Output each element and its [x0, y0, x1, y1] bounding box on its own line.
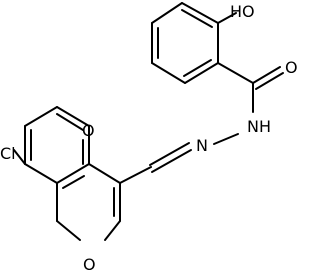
- vinyl-chromone-bond: [119, 166, 152, 184]
- chromone-benzene-ring: [24, 106, 90, 189]
- salicyl-ring: [151, 2, 219, 84]
- imine-n-label: N: [196, 136, 208, 155]
- hydroxyl-label: HO: [230, 2, 255, 21]
- molecule-diagram: HO O NH N O Cl O: [0, 2, 298, 274]
- amide-oxygen-label: O: [285, 58, 298, 77]
- hydrazide-nh-label: NH: [247, 117, 271, 136]
- pyranone-ring: [56, 163, 121, 241]
- chlorine-bond: [13, 149, 26, 165]
- chromone-oxygen-label: O: [82, 121, 95, 140]
- hydrazide-n-n-bond: [213, 133, 239, 145]
- chlorine-label: Cl: [0, 144, 16, 163]
- aryl-carbonyl-bond: [217, 62, 254, 84]
- imine-double-bond-1: [149, 142, 190, 166]
- structure-svg: HO O NH N O Cl O: [0, 2, 298, 274]
- ring-oxygen-label: O: [83, 255, 96, 274]
- hydroxyl-bond: [217, 12, 237, 24]
- imine-double-bond-2: [151, 149, 192, 173]
- amide-carbonyl-bond-2: [255, 72, 284, 90]
- amide-carbonyl-bond-1: [252, 66, 281, 84]
